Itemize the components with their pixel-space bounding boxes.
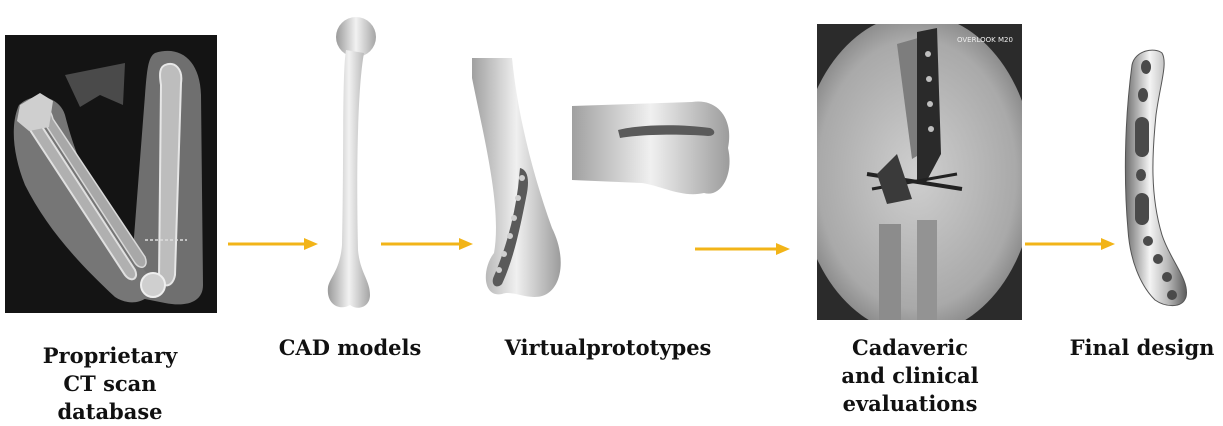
arrow-right-icon: [381, 237, 473, 251]
step-label-final-design: Final design: [1063, 334, 1221, 362]
arrow-right-icon: [228, 237, 318, 251]
step-label-cad-models: CAD models: [260, 334, 440, 362]
ct-scan-image: [5, 35, 217, 313]
step-label-ct-scan: Proprietary CT scan database: [10, 342, 210, 426]
cad-humerus-model: [318, 15, 378, 315]
fluoroscopy-xray: OVERLOOK M20: [817, 24, 1022, 320]
virtual-prototype-renders: [472, 58, 742, 300]
arrow-right-icon: [1025, 237, 1115, 251]
bone-plate-implant: [1110, 45, 1200, 310]
arrow-right-icon: [695, 242, 790, 256]
step-label-virtual-prototypes: Virtualprototypes: [478, 334, 738, 362]
step-label-evaluations: Cadaveric and clinical evaluations: [800, 334, 1020, 418]
xray-overlay-text: OVERLOOK M20: [957, 36, 1013, 44]
